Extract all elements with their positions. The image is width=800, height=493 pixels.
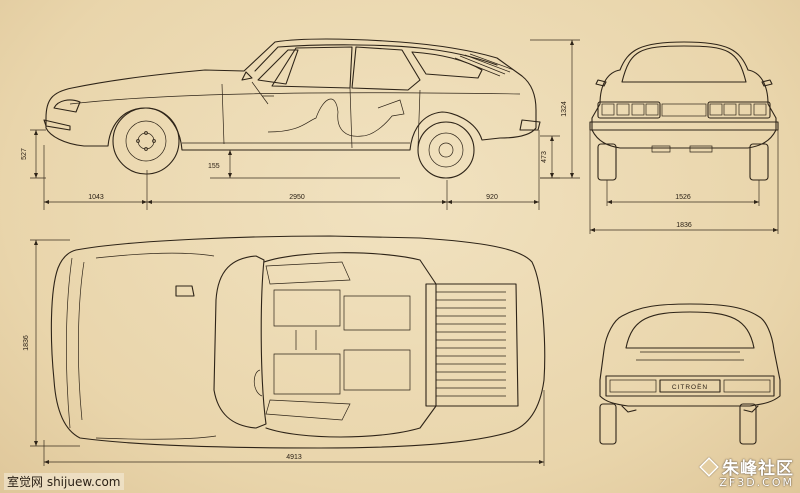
front-outline: [591, 41, 777, 149]
front-headlights: [597, 101, 771, 119]
watermark-right: 朱峰社区 ZF3D.COM: [699, 454, 794, 489]
front-view: [589, 41, 779, 181]
dim-ground-clearance: 155: [208, 163, 220, 170]
side-windshield: [257, 49, 299, 85]
plan-badge: [175, 285, 195, 297]
side-quarter-glass: [411, 51, 483, 79]
dim-overall-length: 4913: [286, 454, 302, 461]
plan-windshield: [213, 255, 267, 429]
front-bumper: [589, 121, 779, 131]
dim-height: 1324: [561, 101, 568, 117]
dim-overall-width-front: 1836: [676, 222, 692, 229]
rear-window: [625, 311, 755, 349]
side-rear-louvres: [454, 53, 515, 77]
rear-left-tyre: [599, 403, 617, 445]
rear-right-lights: [723, 379, 771, 393]
plan-rear-louvres: [436, 291, 506, 397]
front-right-tyre: [749, 143, 769, 181]
dim-rear-wheel-height: 473: [541, 151, 548, 163]
watermark-right-en: ZF3D.COM: [719, 476, 794, 489]
front-left-tyre: [597, 143, 617, 181]
side-seats: [267, 98, 405, 137]
dim-track: 1526: [675, 194, 691, 201]
rear-view: CITROËN: [599, 303, 781, 445]
side-rear-wheel: [417, 121, 475, 179]
dimension-lines: [30, 39, 779, 466]
side-view: [43, 38, 541, 179]
dim-wheelbase: 2950: [289, 194, 305, 201]
front-mirrors: [595, 79, 773, 87]
rear-right-tyre: [739, 403, 757, 445]
watermark-right-cn: 朱峰社区: [722, 459, 794, 479]
side-front-bumper: [43, 119, 71, 131]
rear-badge-text: CITROËN: [672, 383, 708, 391]
rear-outline: [599, 303, 781, 407]
plan-rear-deck: [425, 283, 519, 407]
watermark-left: 室觉网 shijuew.com: [4, 473, 124, 490]
front-windshield: [621, 45, 747, 83]
side-front-wheel: [112, 107, 180, 175]
plan-hood-edge: [66, 257, 73, 429]
plan-view: [50, 235, 546, 449]
side-steering: [251, 81, 274, 105]
dim-rear-overhang: 920: [486, 194, 498, 201]
side-front-window: [271, 46, 353, 89]
side-headlight: [53, 99, 81, 113]
zf3d-logo-icon: [699, 457, 719, 477]
rear-exhausts: [621, 405, 759, 413]
side-rear-bumper: [519, 119, 541, 131]
dim-overall-width-plan: 1836: [23, 335, 30, 351]
dim-front-overhang: 1043: [88, 194, 104, 201]
side-belt-line: [69, 92, 521, 105]
side-mirror: [241, 71, 253, 81]
plan-side-windows: [265, 261, 351, 421]
dim-front-wheel-height: 527: [21, 148, 28, 160]
plan-hood-inner: [78, 252, 217, 440]
plan-outline: [50, 235, 546, 449]
plan-cabin-roof: [263, 252, 437, 438]
rear-deck-lines: [636, 351, 744, 361]
rear-light-panel: [605, 375, 775, 397]
plan-steering: [253, 369, 263, 397]
rear-badge-box: [659, 379, 721, 393]
dimension-labels: 1043 2950 920 1324 527 473 155 1526 1836…: [21, 101, 692, 461]
side-door-line: [221, 83, 421, 149]
front-intakes: [651, 145, 713, 153]
side-rear-window: [351, 46, 421, 91]
rear-left-lights: [609, 379, 657, 393]
plan-seats: [273, 289, 411, 395]
